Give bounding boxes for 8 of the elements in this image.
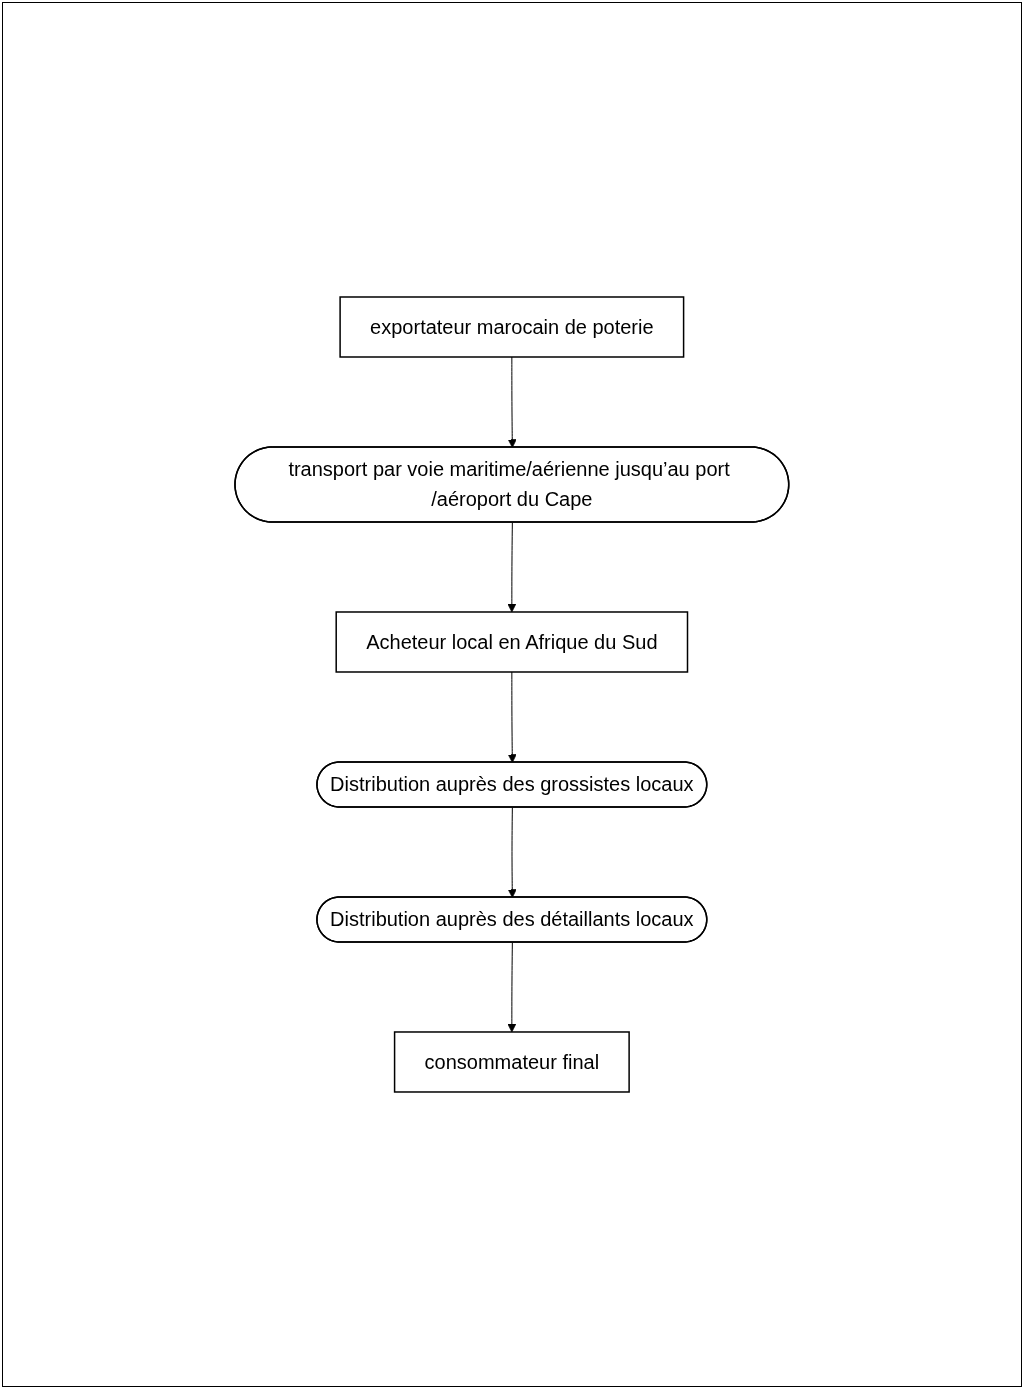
arrow — [508, 671, 517, 763]
node-box: consommateur final — [394, 1031, 630, 1093]
node-box: Acheteur local en Afrique du Sud — [335, 611, 689, 673]
arrow — [507, 522, 517, 613]
arrow — [508, 356, 517, 448]
arrow — [508, 807, 517, 898]
node-box: exportateur marocain de poterie — [339, 296, 685, 358]
arrow — [507, 942, 517, 1033]
